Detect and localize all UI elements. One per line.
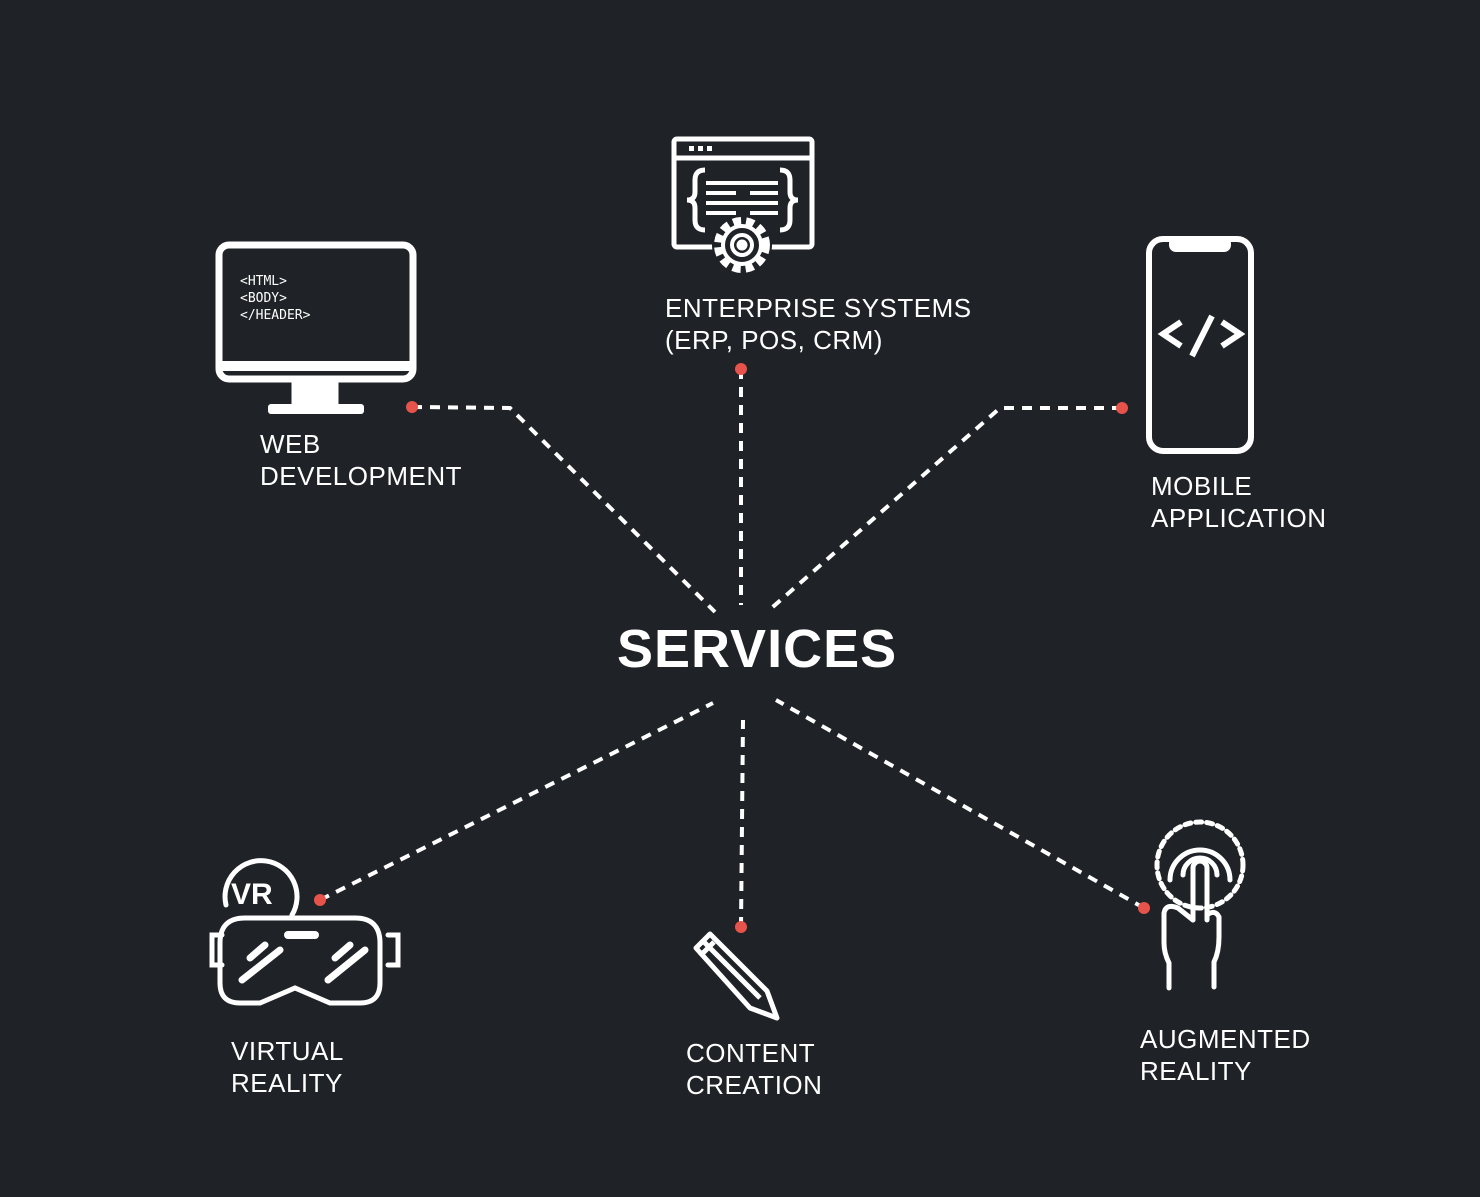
vr-headset-icon — [209, 858, 401, 1006]
label-line: WEB — [260, 429, 321, 459]
code-line: <BODY> — [240, 291, 287, 306]
code-line: <HTML> — [240, 274, 287, 289]
connector-content — [739, 719, 745, 928]
monitor-icon — [215, 241, 417, 414]
label-line: CREATION — [686, 1070, 823, 1100]
label-line: DEVELOPMENT — [260, 461, 462, 491]
label-augmented-reality: AUGMENTED REALITY — [1140, 1023, 1311, 1087]
label-web-development: WEB DEVELOPMENT — [260, 428, 462, 492]
label-line: (ERP, POS, CRM) — [665, 325, 883, 355]
dot-mobile — [1116, 402, 1128, 414]
vr-badge-text: VR — [231, 878, 273, 911]
label-line: REALITY — [231, 1068, 343, 1098]
label-line: REALITY — [1140, 1056, 1252, 1086]
connector-vr — [319, 701, 714, 902]
label-enterprise-systems: ENTERPRISE SYSTEMS (ERP, POS, CRM) — [665, 292, 972, 356]
dot-ar — [1138, 902, 1150, 914]
browser-gear-icon — [671, 136, 815, 275]
connector-web — [411, 405, 717, 614]
label-line: CONTENT — [686, 1038, 816, 1068]
page-title: SERVICES — [617, 619, 898, 679]
pencil-icon — [693, 931, 780, 1021]
touch-hand-icon — [1154, 819, 1246, 991]
smartphone-code-icon — [1146, 236, 1254, 454]
monitor-code-text: <HTML> <BODY> </HEADER> — [240, 273, 310, 324]
label-line: AUGMENTED — [1140, 1024, 1311, 1054]
label-line: VIRTUAL — [231, 1036, 344, 1066]
dot-content — [735, 921, 747, 933]
label-line: ENTERPRISE SYSTEMS — [665, 293, 972, 323]
connector-mobile — [765, 406, 1122, 614]
dot-enterprise — [735, 363, 747, 375]
label-mobile-application: MOBILE APPLICATION — [1151, 470, 1327, 534]
label-line: MOBILE — [1151, 471, 1253, 501]
dot-web — [406, 401, 418, 413]
connector-ar — [775, 698, 1145, 910]
code-line: </HEADER> — [240, 308, 311, 323]
label-line: APPLICATION — [1151, 503, 1327, 533]
label-content-creation: CONTENT CREATION — [686, 1037, 822, 1101]
label-virtual-reality: VIRTUAL REALITY — [231, 1035, 344, 1099]
dot-vr — [314, 894, 326, 906]
